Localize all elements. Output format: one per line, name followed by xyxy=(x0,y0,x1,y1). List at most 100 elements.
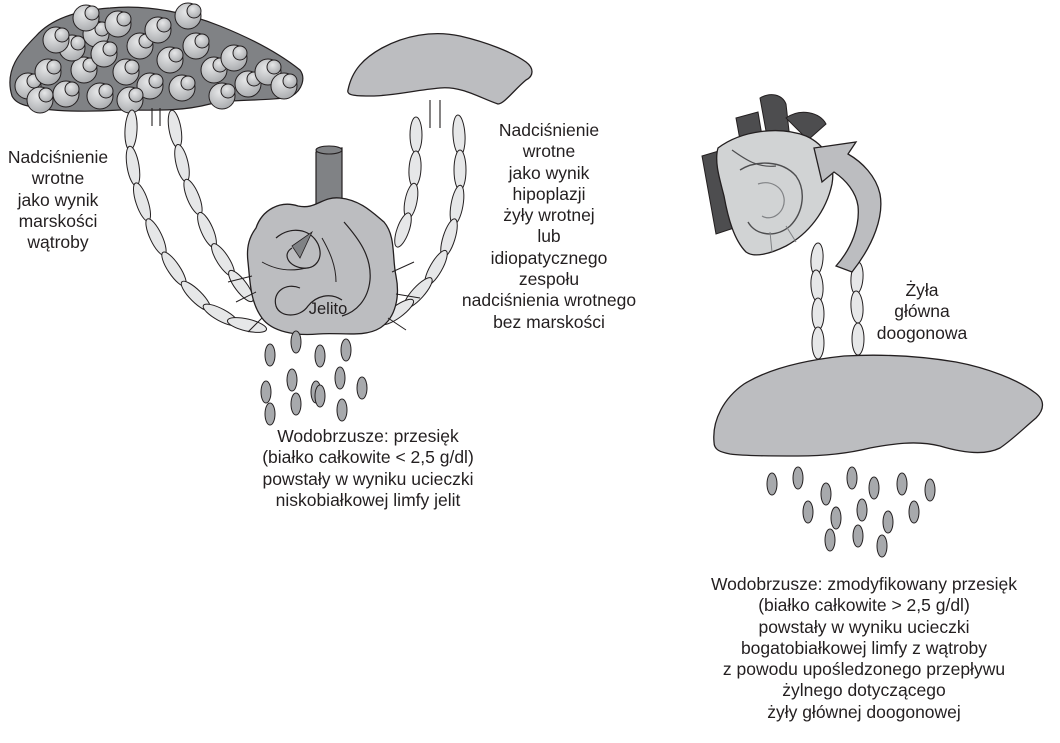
text-line: żylnego dotyczącego xyxy=(668,680,1060,701)
text-line: główna xyxy=(858,301,986,322)
text-line: lub xyxy=(440,226,658,247)
text-line: wrotne xyxy=(0,168,116,189)
fluid-drop xyxy=(793,467,803,489)
text-line: żyły głównej doogonowej xyxy=(668,702,1060,723)
cirrhotic-nodule xyxy=(187,4,201,18)
fluid-drop xyxy=(825,529,835,551)
cirrhotic-nodule xyxy=(233,46,247,60)
lymph-vessel-segment xyxy=(410,117,422,153)
fluid-drop xyxy=(287,369,297,391)
lymph-vessel-segment xyxy=(408,151,422,188)
cirrhotic-nodule xyxy=(85,6,99,20)
fluid-drop xyxy=(883,511,893,533)
text-line: Wodobrzusze: zmodyfikowany przesięk xyxy=(668,574,1060,595)
cirrhotic-nodule xyxy=(221,84,235,98)
normal-liver-icon xyxy=(348,34,532,104)
lymph-vessel-segment xyxy=(130,181,154,223)
fluid-drop xyxy=(925,479,935,501)
fluid-drop xyxy=(341,339,351,361)
cirrhotic-nodule xyxy=(99,84,113,98)
cirrhotic-nodule xyxy=(195,34,209,48)
text-line: Nadciśnienie xyxy=(0,147,116,168)
label-hypoplasia-hypertension: Nadciśnienie wrotne jako wynik hipoplazj… xyxy=(440,120,658,333)
label-ascites-modified: Wodobrzusze: zmodyfikowany przesięk (bia… xyxy=(668,574,1060,723)
cirrhotic-nodule xyxy=(125,60,139,74)
cirrhotic-nodule xyxy=(55,28,69,42)
label-intestine: Jelito xyxy=(292,299,364,320)
fluid-drop xyxy=(853,525,863,547)
ascites-drops-left xyxy=(261,331,367,425)
cirrhotic-nodule xyxy=(47,60,61,74)
fluid-drop xyxy=(767,473,777,495)
fluid-drop xyxy=(877,535,887,557)
ascites-drops-right xyxy=(767,467,935,557)
text-line: bogatobiałkowej limfy z wątroby xyxy=(668,638,1060,659)
text-line: jako wynik xyxy=(0,190,116,211)
lymph-vessel-segment xyxy=(812,327,824,359)
text-line: Żyła xyxy=(858,280,986,301)
heart-icon xyxy=(702,95,833,255)
cirrhotic-nodule xyxy=(283,74,297,88)
text-line: jako wynik xyxy=(440,163,658,184)
text-line: Nadciśnienie xyxy=(440,120,658,141)
lymph-vessel-segment xyxy=(124,145,142,186)
fluid-drop xyxy=(335,367,345,389)
text-line: (białko całkowite > 2,5 g/dl) xyxy=(668,595,1060,616)
lymph-vessel-segment xyxy=(812,298,824,330)
fluid-drop xyxy=(847,467,857,489)
lymph-vessel-segment xyxy=(166,109,184,149)
cirrhotic-nodule xyxy=(39,88,53,102)
text-line: powstały w wyniku ucieczki xyxy=(668,617,1060,638)
cirrhotic-nodule xyxy=(129,88,143,102)
fluid-drop xyxy=(857,499,867,521)
fluid-drop xyxy=(909,501,919,523)
fluid-drop xyxy=(869,477,879,499)
cirrhotic-nodule xyxy=(65,82,79,96)
cirrhotic-nodule xyxy=(157,18,171,32)
fluid-drop xyxy=(315,345,325,367)
label-ascites-transudate: Wodobrzusze: przesięk (białko całkowite … xyxy=(195,426,541,511)
text-line: Wodobrzusze: przesięk xyxy=(195,426,541,447)
cirrhotic-nodule xyxy=(103,42,117,56)
lymph-vessel-segment xyxy=(142,216,170,257)
text-line: hipoplazji xyxy=(440,184,658,205)
text-line: z powodu upośledzonego przepływu xyxy=(668,659,1060,680)
fluid-drop xyxy=(291,393,301,415)
fluid-drop xyxy=(265,344,275,366)
fluid-drop xyxy=(291,331,301,353)
cirrhotic-nodule xyxy=(117,12,131,26)
text-line: zespołu xyxy=(440,269,658,290)
fluid-drop xyxy=(357,377,367,399)
text-line: (białko całkowite < 2,5 g/dl) xyxy=(195,447,541,468)
cirrhotic-nodule xyxy=(181,76,195,90)
text-line: powstały w wyniku ucieczki xyxy=(195,469,541,490)
lymph-vessel-segment xyxy=(402,182,421,220)
label-caudal-vena-cava: Żyła główna doogonowa xyxy=(858,280,986,344)
fluid-drop xyxy=(831,507,841,529)
text-line: marskości xyxy=(0,211,116,232)
text-line: niskobiałkowej limfy jelit xyxy=(195,490,541,511)
cirrhotic-nodule xyxy=(267,60,281,74)
text-line: żyły wrotnej xyxy=(440,205,658,226)
cirrhotic-liver-icon xyxy=(10,3,303,113)
lymph-vessel-segment xyxy=(172,143,192,183)
lymph-vessel-segment xyxy=(810,270,824,303)
text-line: doogonowa xyxy=(858,323,986,344)
text-line: wrotne xyxy=(440,141,658,162)
cirrhotic-nodule xyxy=(149,74,163,88)
cirrhotic-nodule xyxy=(169,48,183,62)
fluid-drop xyxy=(265,403,275,425)
cirrhotic-nodule xyxy=(71,36,85,50)
fluid-drop xyxy=(897,473,907,495)
label-cirrhosis-hypertension: Nadciśnienie wrotne jako wynik marskości… xyxy=(0,147,116,253)
fluid-drop xyxy=(821,483,831,505)
text-line: bez marskości xyxy=(440,312,658,333)
fluid-drop xyxy=(315,385,325,407)
fluid-drop xyxy=(803,501,813,523)
fluid-drop xyxy=(337,399,347,421)
fluid-drop xyxy=(261,381,271,403)
lymph-vessel-segment xyxy=(391,211,414,249)
lymph-vessel-segment xyxy=(124,110,138,151)
text-line: nadciśnienia wrotnego xyxy=(440,290,658,311)
text-line: idiopatycznego xyxy=(440,248,658,269)
